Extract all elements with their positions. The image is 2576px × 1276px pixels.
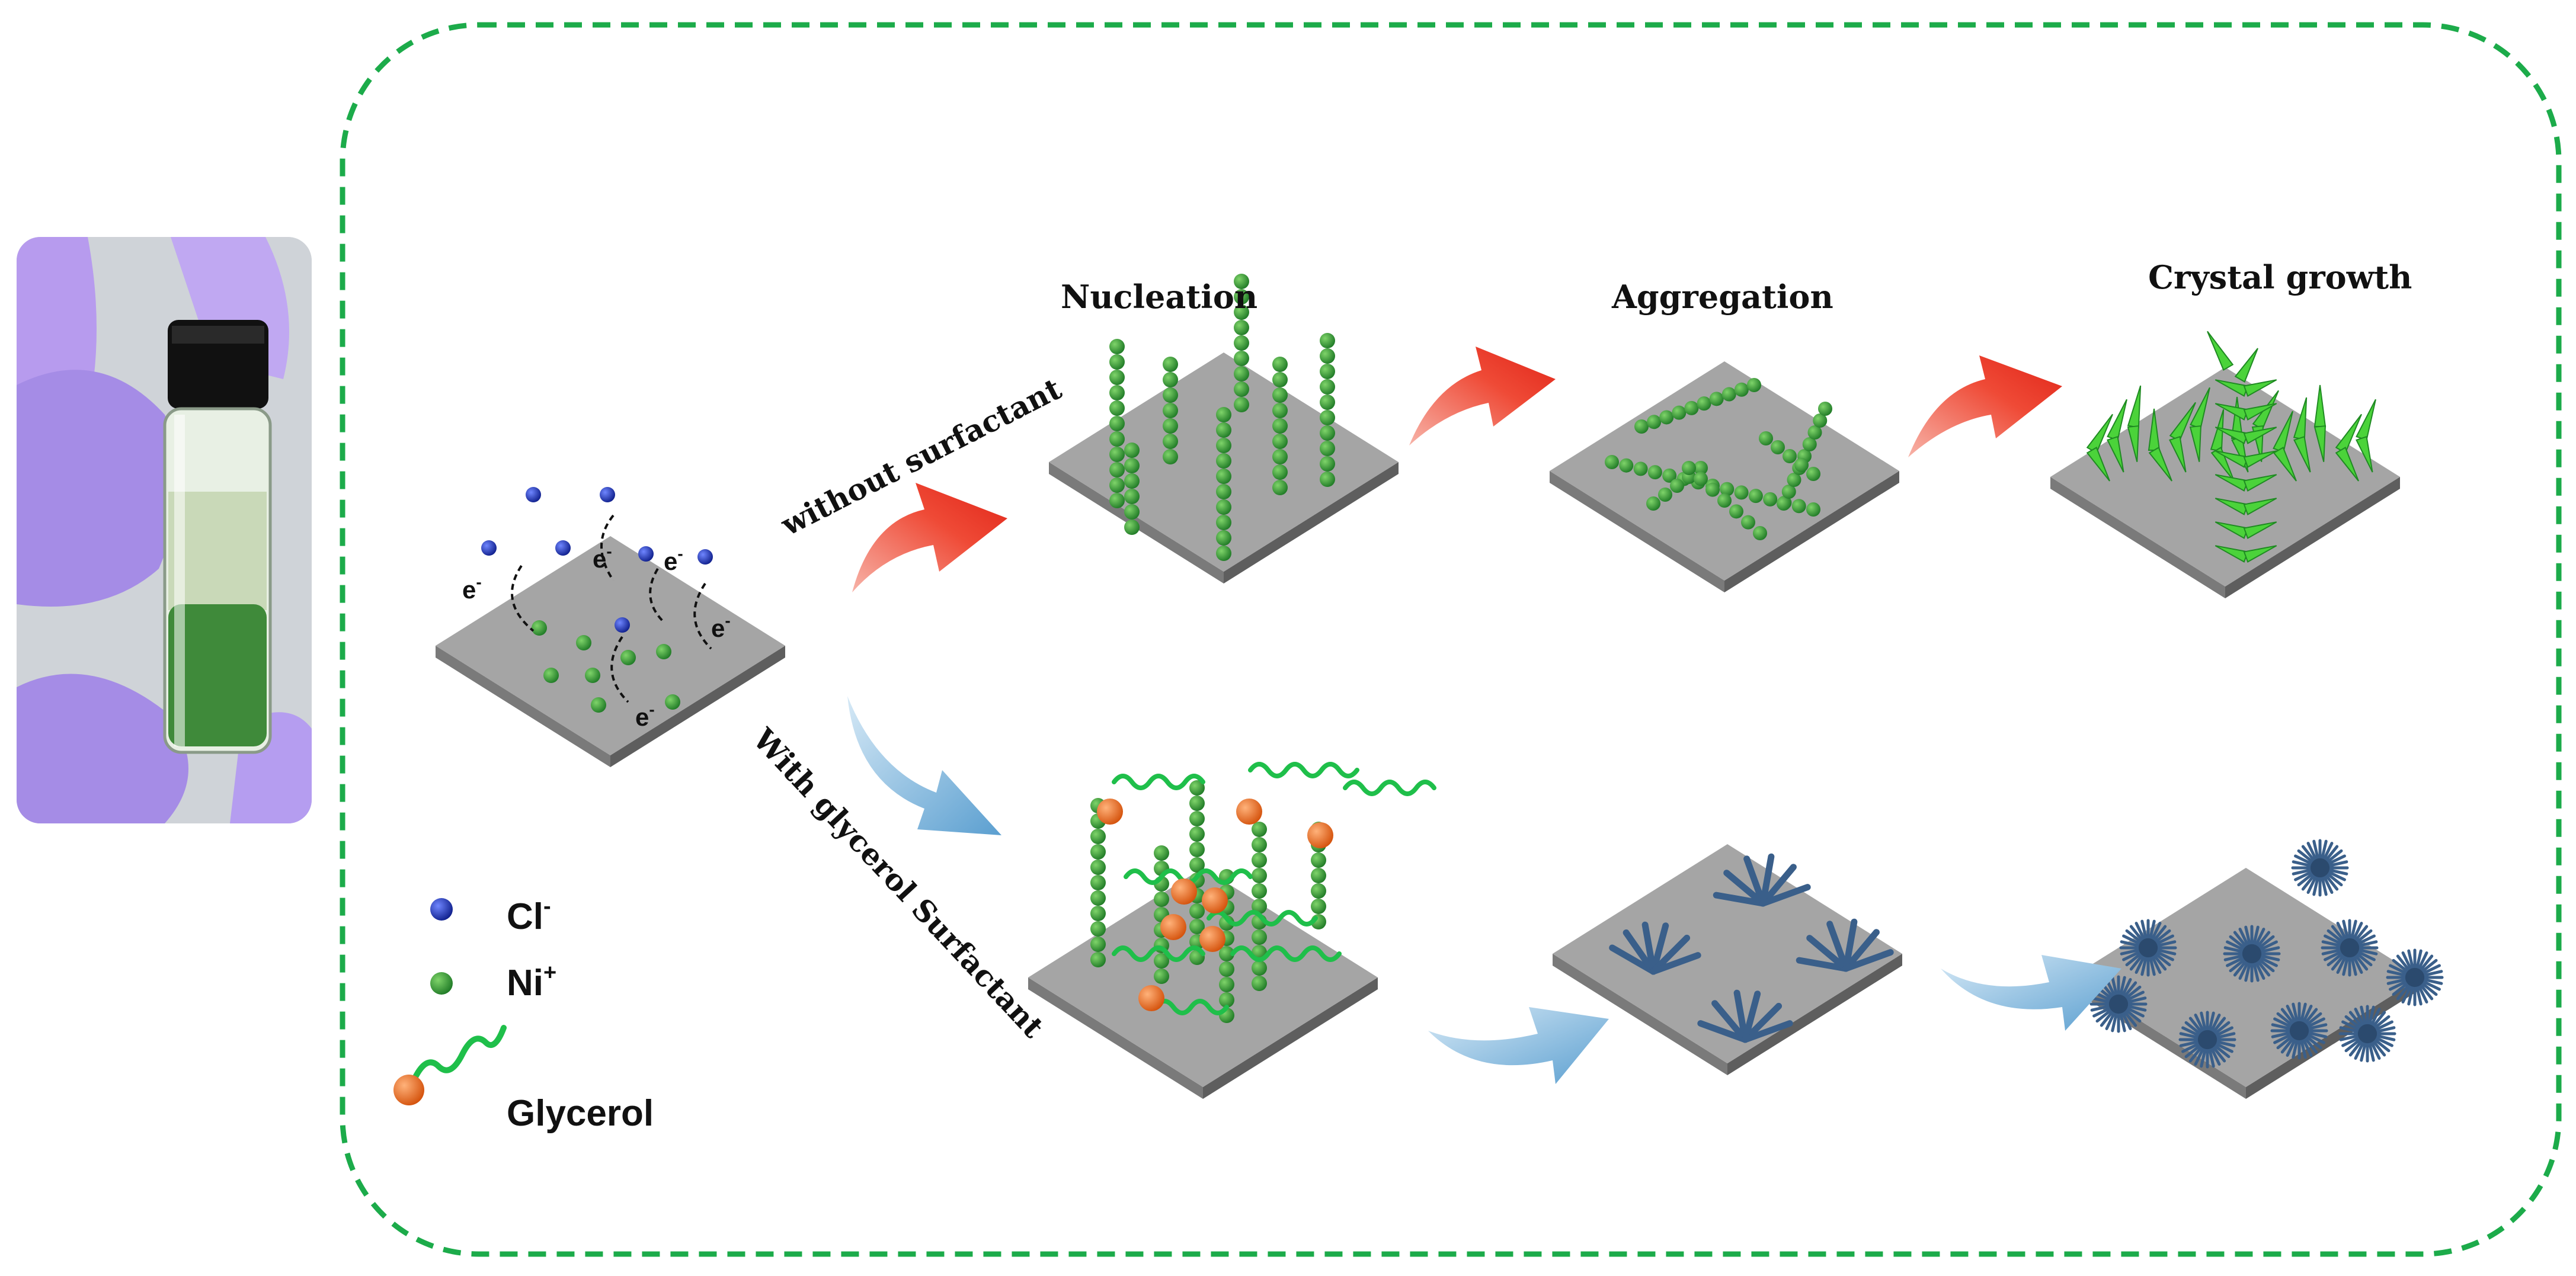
crystal-growth-spikes bbox=[2086, 331, 2376, 563]
stage-label-crystal-growth: Crystal growth bbox=[2148, 258, 2412, 296]
stage-label-aggregation: Aggregation bbox=[1611, 278, 1833, 316]
legend-cl-marker bbox=[430, 898, 453, 921]
aggregation-chains bbox=[1605, 378, 1832, 540]
stage-label-nucleation: Nucleation bbox=[1061, 278, 1257, 316]
path-label-with-glycerol: With glycerol Surfactant bbox=[746, 721, 1051, 1044]
svg-text:e-: e- bbox=[635, 700, 655, 731]
vial-photo bbox=[17, 237, 312, 823]
arrow-glycerol-aggregation-to-growth bbox=[1941, 955, 2121, 1031]
substrate-plates bbox=[436, 352, 2421, 1099]
legend-glycerol-label: Glycerol bbox=[507, 1093, 654, 1134]
initial-ions bbox=[481, 487, 713, 713]
substrate-glycerol-aggregation bbox=[1553, 844, 1902, 1075]
svg-text:e-: e- bbox=[711, 611, 731, 642]
svg-text:e-: e- bbox=[593, 542, 612, 573]
substrate-aggregation bbox=[1550, 361, 1899, 592]
arrow-aggregation-to-growth bbox=[1908, 355, 2062, 457]
glycerol-growth-urchins bbox=[2089, 839, 2444, 1069]
arrow-nucleation-to-aggregation bbox=[1409, 347, 1556, 445]
svg-text:e-: e- bbox=[664, 544, 683, 575]
arrow-with-glycerol bbox=[847, 696, 1001, 835]
svg-text:e-: e- bbox=[462, 573, 482, 604]
legend-glycerol-head bbox=[393, 1075, 424, 1105]
glycerol-aggregation-fans bbox=[1609, 853, 1894, 1043]
arrow-without-surfactant bbox=[852, 483, 1007, 592]
legend: Cl- Ni+ Glycerol bbox=[393, 894, 654, 1134]
glycerol-nucleation bbox=[1090, 762, 1436, 1023]
arrow-glycerol-nucleation-to-aggregation bbox=[1428, 1007, 1609, 1084]
legend-cl-label: Cl- bbox=[507, 894, 551, 937]
electron-labels: e- e- e- e- e- bbox=[462, 542, 731, 731]
substrate-glycerol-nucleation bbox=[1028, 868, 1378, 1099]
substrate-crystal-growth bbox=[2050, 367, 2400, 598]
process-frame bbox=[340, 22, 2562, 1257]
legend-glycerol-tail bbox=[412, 1025, 507, 1081]
electron-arcs bbox=[511, 514, 712, 703]
legend-ni-label: Ni+ bbox=[507, 960, 556, 1004]
nucleation-rods bbox=[1109, 274, 1335, 561]
process-arrows bbox=[847, 347, 2121, 1084]
substrate-initial bbox=[436, 536, 785, 767]
legend-ni-marker bbox=[430, 972, 453, 995]
